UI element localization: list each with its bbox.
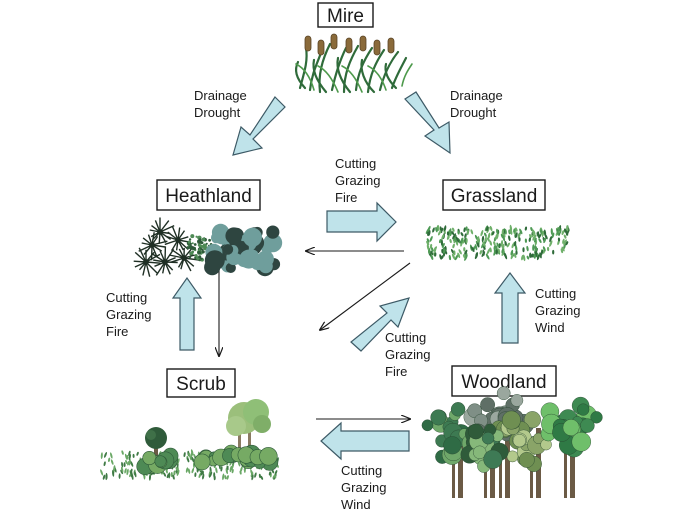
arrow-mire-to-heathland xyxy=(232,96,286,156)
heathland-node: Heathland xyxy=(156,179,261,211)
arrow-woodland-to-grassland xyxy=(493,272,527,344)
grassland-label: Grassland xyxy=(451,186,538,207)
scrub-label: Scrub xyxy=(176,374,226,395)
label-woodland-to-scrub: Cutting Grazing Wind xyxy=(341,463,390,510)
woodland-node: Woodland xyxy=(451,365,557,397)
heathland-illustration xyxy=(133,217,283,277)
mire-label: Mire xyxy=(327,6,364,27)
arrow-scrub-to-heathland xyxy=(171,276,203,351)
grassland-illustration xyxy=(425,224,570,262)
label-woodland-to-grassland: Cutting Grazing Wind xyxy=(535,286,584,335)
label-scrub-to-heathland: Cutting Grazing Fire xyxy=(106,290,155,339)
woodland-label: Woodland xyxy=(461,372,546,393)
scrub-node: Scrub xyxy=(166,368,236,398)
label-mire-to-grassland: Drainage Drought xyxy=(450,88,506,120)
label-heathland-to-grassland: Cutting Grazing Fire xyxy=(335,156,384,205)
label-scrub-to-grassland: Cutting Grazing Fire xyxy=(385,330,434,379)
scrub-illustration xyxy=(100,399,279,481)
arrow-heathland-to-grassland xyxy=(326,201,397,243)
woodland-illustration xyxy=(421,386,603,498)
arrow-woodland-to-scrub xyxy=(320,421,410,461)
mire-node: Mire xyxy=(317,2,374,28)
arrow-scrub-to-grassland xyxy=(350,297,410,352)
thin-arrow-grassland-to-scrub xyxy=(320,262,411,330)
mire-reeds-illustration xyxy=(294,33,413,94)
arrow-mire-to-grassland xyxy=(404,91,451,155)
grassland-node: Grassland xyxy=(442,179,546,211)
label-mire-to-heathland: Drainage Drought xyxy=(194,88,250,120)
heathland-label: Heathland xyxy=(165,186,252,207)
